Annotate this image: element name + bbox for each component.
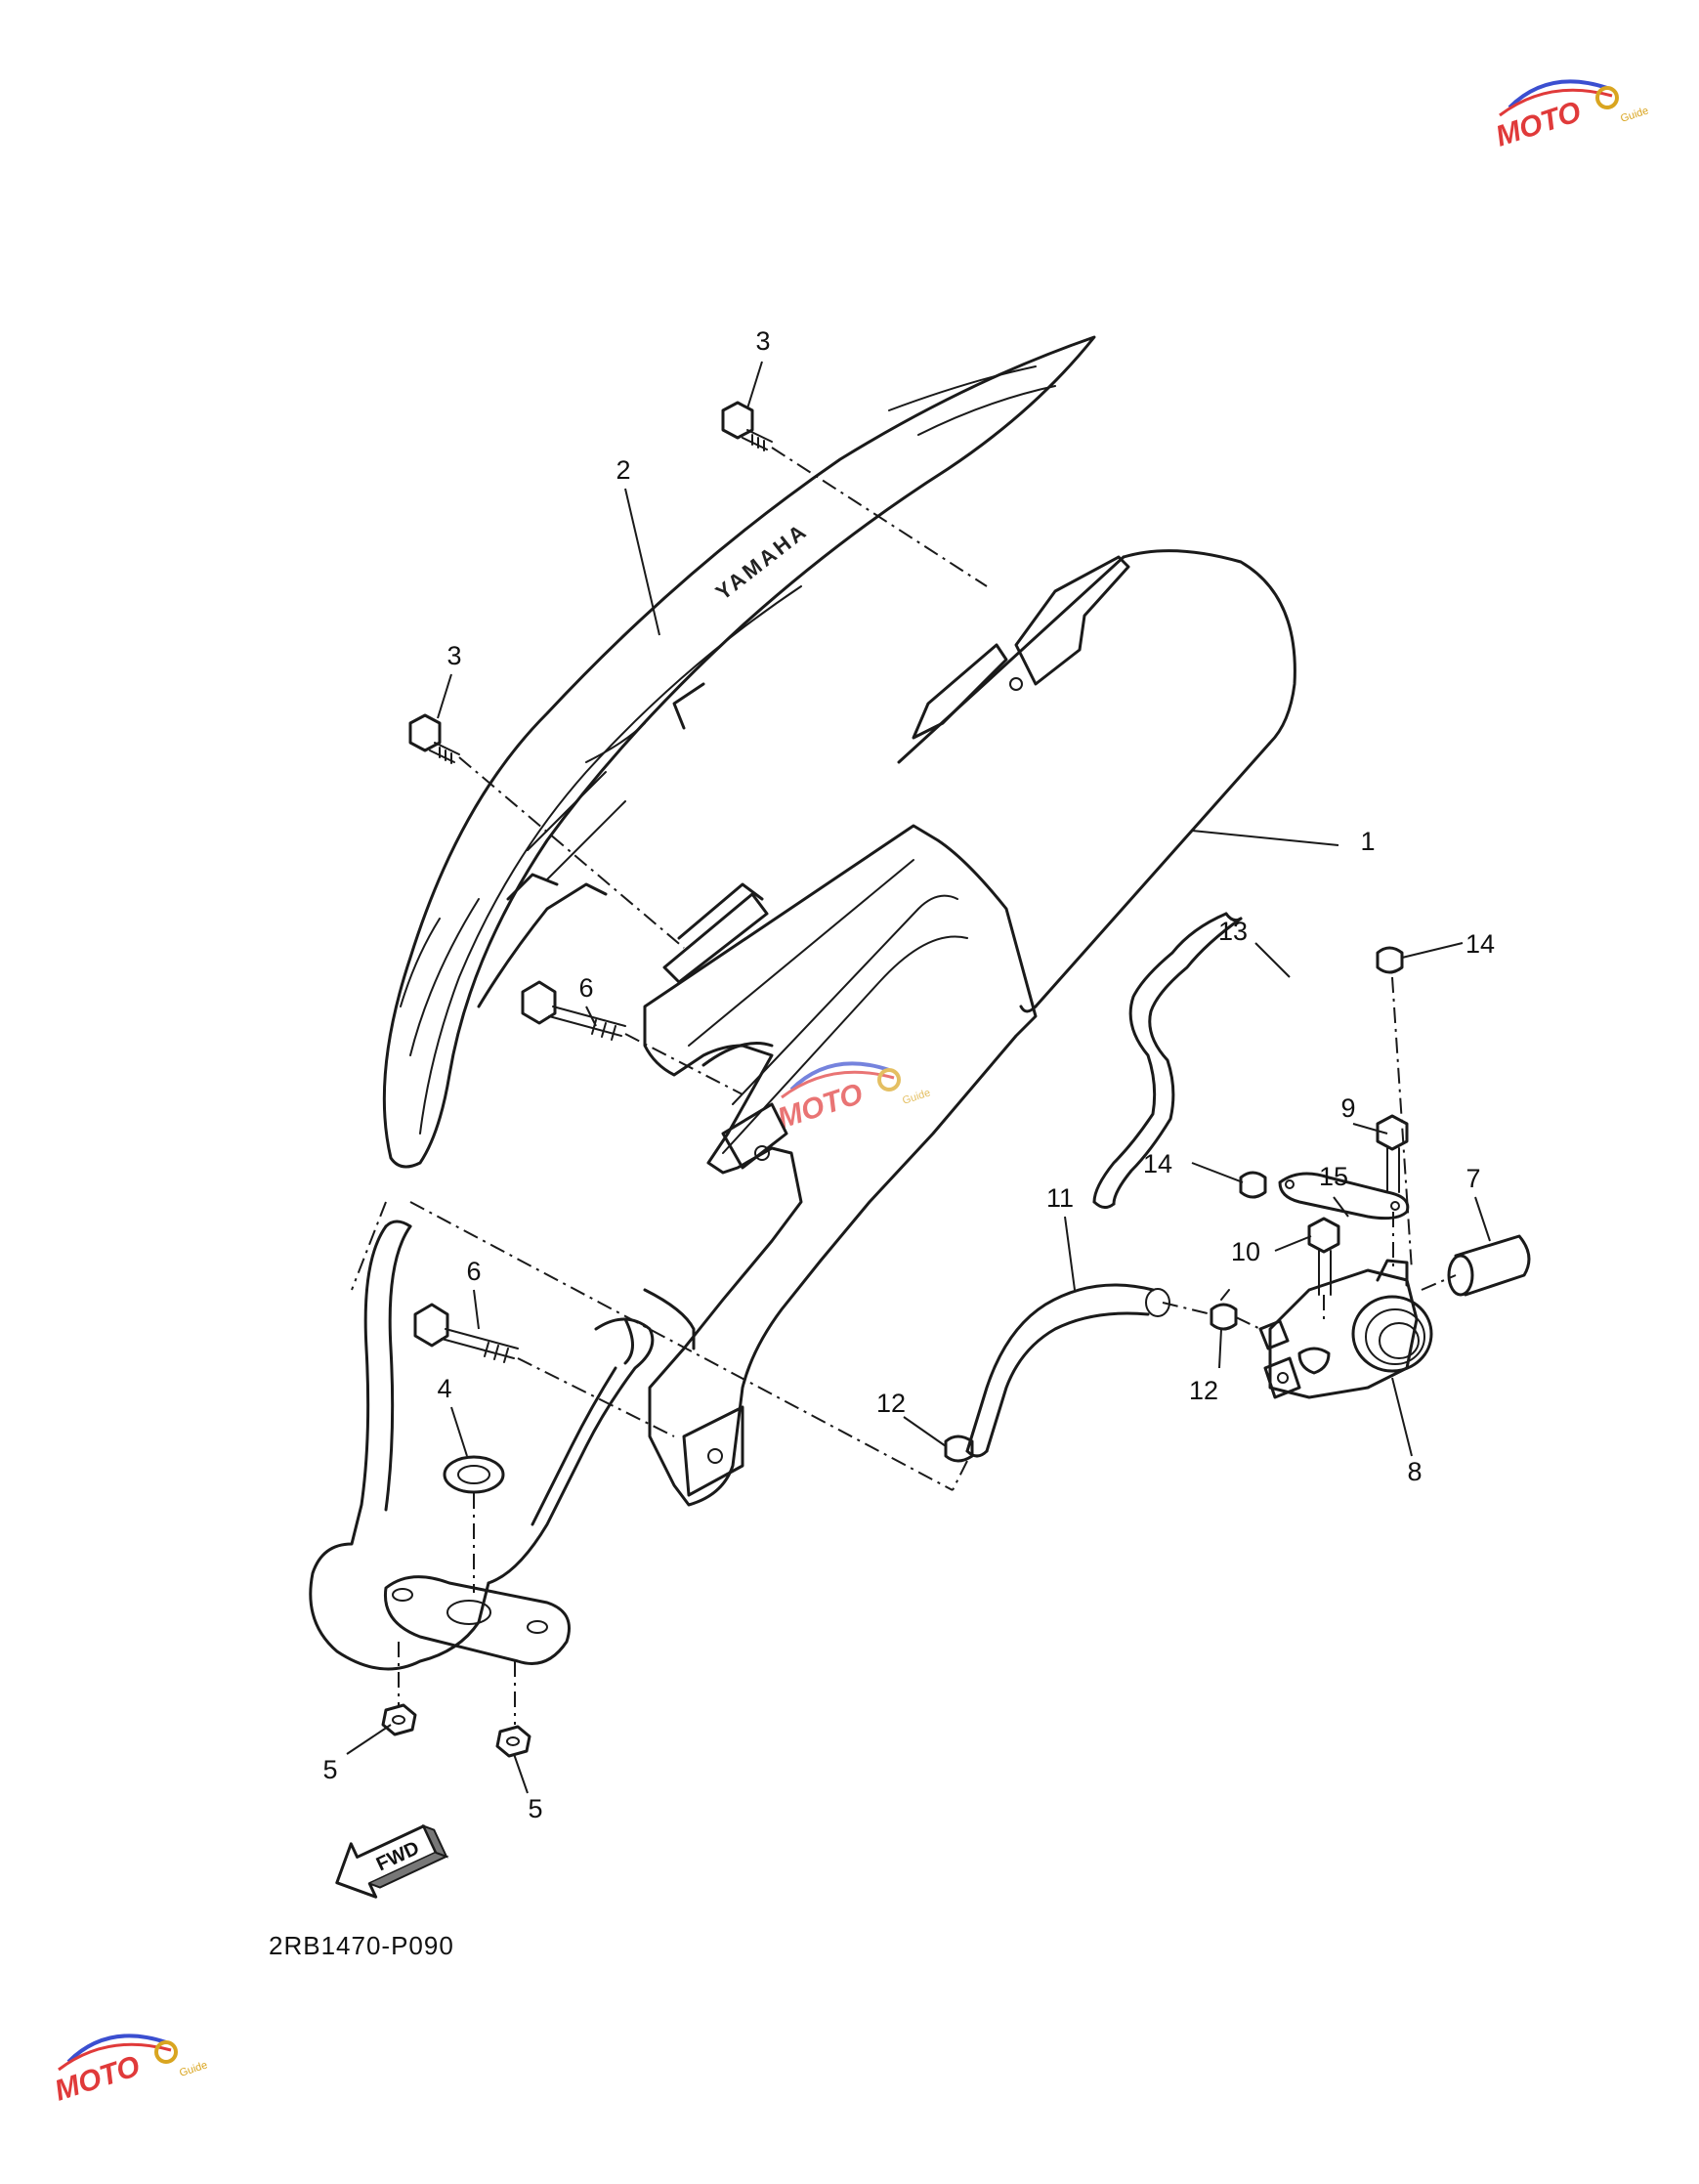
- callout-6a: 6: [578, 973, 593, 1003]
- exhaust-gasket: [443, 1455, 505, 1494]
- gear-icon: [877, 1068, 901, 1092]
- callout-5b: 5: [528, 1794, 542, 1823]
- muffler: [309, 549, 1296, 1671]
- air-induction-valve: [1258, 1259, 1433, 1399]
- callout-14a: 14: [1465, 929, 1495, 959]
- muffler-bolt-lower: [413, 1303, 519, 1363]
- bolt-9: [1376, 1114, 1409, 1193]
- callout-11: 11: [1046, 1183, 1074, 1213]
- brand-mark: YAMAHA: [711, 518, 813, 605]
- callout-15: 15: [1319, 1162, 1348, 1191]
- callout-9: 9: [1340, 1093, 1355, 1123]
- watermark-text: MOTO: [774, 1078, 867, 1135]
- callout-8: 8: [1407, 1457, 1422, 1486]
- callout-5a: 5: [322, 1755, 337, 1784]
- watermark-small: Guide: [1619, 105, 1650, 124]
- muffler-bolt-upper: [521, 980, 626, 1041]
- flange-nut-2: [495, 1725, 531, 1758]
- hose-clip-12b: [1210, 1289, 1238, 1331]
- callout-4: 4: [437, 1374, 451, 1403]
- callout-10: 10: [1231, 1237, 1260, 1266]
- rubber-damper-7: [1447, 1234, 1531, 1297]
- air-hose-11: [965, 1283, 1170, 1458]
- callout-1: 1: [1360, 827, 1375, 856]
- exhaust-flange: [383, 1575, 571, 1665]
- gear-icon: [154, 2040, 178, 2064]
- heat-shield-bolt-left: [408, 713, 460, 764]
- watermark-small: Guide: [901, 1087, 932, 1106]
- callout-labels: 1 2 3 3 4 5 5 6 6 7 8 9 10 11 12 12 13 1…: [322, 326, 1495, 1823]
- callout-3b: 3: [446, 641, 461, 670]
- hose-clip-12a: [944, 1435, 974, 1463]
- callout-13: 13: [1218, 917, 1248, 946]
- watermark-bottom-left: MOTO Guide: [51, 2034, 209, 2108]
- hose-clip-14b: [1376, 946, 1404, 974]
- assembly-lines: [351, 447, 1457, 1725]
- callout-7: 7: [1465, 1164, 1480, 1193]
- heat-shield-bolt-top: [721, 401, 773, 451]
- callout-12b: 12: [1189, 1376, 1218, 1405]
- callout-6b: 6: [466, 1257, 481, 1286]
- diagram-code: 2RB1470-P090: [269, 1931, 454, 1960]
- gear-icon: [1595, 86, 1619, 109]
- air-hose-13: [1092, 912, 1243, 1209]
- watermark-top-right: MOTO Guide: [1492, 79, 1650, 153]
- watermark-center: MOTO Guide: [774, 1061, 932, 1135]
- callout-14b: 14: [1143, 1149, 1172, 1178]
- heat-shield: YAMAHA: [382, 335, 1096, 1169]
- watermark-text: MOTO: [1492, 96, 1585, 153]
- leader-lines: [346, 361, 1491, 1794]
- callout-12a: 12: [876, 1389, 906, 1418]
- callout-2: 2: [616, 455, 630, 485]
- watermark-small: Guide: [178, 2059, 209, 2078]
- watermark-text: MOTO: [51, 2050, 144, 2108]
- flange-nut-1: [381, 1703, 417, 1736]
- hose-clip-14a: [1239, 1171, 1267, 1199]
- fwd-arrow: FWD: [335, 1823, 449, 1899]
- callout-3a: 3: [755, 326, 770, 356]
- bolt-10: [1307, 1217, 1340, 1296]
